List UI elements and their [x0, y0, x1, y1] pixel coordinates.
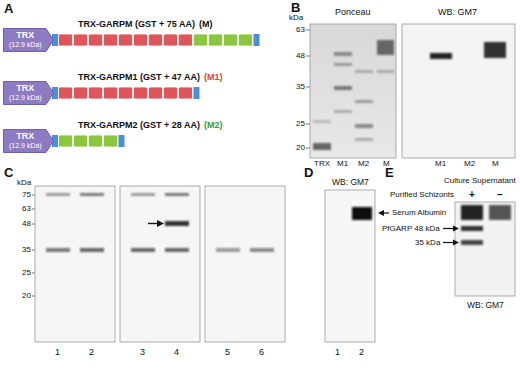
- lane-label: TRX: [314, 160, 330, 168]
- lane-label: 6: [259, 348, 264, 357]
- sign-mark: +: [469, 190, 475, 200]
- repeat-box: [89, 87, 103, 99]
- trx-tag: TRX(12.9 kDa): [3, 81, 54, 105]
- linker-segment: [194, 87, 200, 99]
- repeat-box: [164, 34, 178, 46]
- construct-code: (M): [199, 20, 213, 29]
- marker-size: 25: [22, 269, 31, 277]
- construct-name: TRX-GARPM (GST + 75 AA): [78, 20, 195, 29]
- repeat-box: [164, 87, 178, 99]
- axis-unit: kDa: [289, 14, 303, 22]
- ponceau-blot: [310, 24, 396, 158]
- blot-title: WB: GM7: [467, 301, 504, 310]
- repeat-box: [134, 34, 148, 46]
- repeat-box: [179, 87, 193, 99]
- tag-title: TRX: [9, 84, 42, 94]
- construct-code: (M2): [204, 121, 223, 130]
- lane-label: 2: [89, 348, 94, 357]
- lane-label: M: [492, 160, 499, 168]
- repeat-box: [179, 34, 193, 46]
- repeat-box: [119, 34, 133, 46]
- trx-tag: TRX(12.9 kDa): [3, 28, 54, 52]
- lane-label: 5: [225, 348, 230, 357]
- construct-name: TRX-GARPM2 (GST + 28 AA): [78, 121, 200, 130]
- repeat-box: [89, 135, 103, 147]
- marker-size: 48: [296, 52, 305, 60]
- construct-name: TRX-GARPM1 (GST + 47 AA): [78, 73, 200, 82]
- lane-label: 1: [55, 348, 60, 357]
- marker-ticks: [306, 30, 310, 148]
- panel-letter: D: [304, 166, 313, 179]
- repeat-box: [209, 34, 223, 46]
- tag-mass: (12.9 kDa): [9, 142, 42, 150]
- tag-title: TRX: [9, 31, 42, 41]
- repeat-box: [224, 34, 238, 46]
- lane-label: M2: [358, 160, 369, 168]
- blot-title: Ponceau: [335, 8, 371, 17]
- repeat-box: [104, 87, 118, 99]
- marker-size: 75: [22, 191, 31, 199]
- construct-code: (M1): [204, 73, 223, 82]
- repeat-box: [89, 34, 103, 46]
- marker-size: 20: [296, 144, 305, 152]
- lane-label: M1: [337, 160, 348, 168]
- marker-size: 25: [296, 120, 305, 128]
- repeat-box: [74, 87, 88, 99]
- repeat-box: [149, 87, 163, 99]
- panel-letter: C: [4, 166, 13, 179]
- repeat-box: [149, 34, 163, 46]
- sign-mark: −: [497, 190, 503, 200]
- tag-mass: (12.9 kDa): [9, 41, 42, 49]
- lane-label: M1: [435, 160, 446, 168]
- marker-size: 20: [22, 292, 31, 300]
- band-arrow: [148, 220, 164, 227]
- tag-title: TRX: [9, 132, 42, 142]
- marker-size: 35: [296, 83, 305, 91]
- marker-ticks: [32, 195, 35, 296]
- marker-size: 48: [22, 220, 31, 228]
- repeat-box: [239, 34, 253, 46]
- repeat-box: [104, 135, 118, 147]
- western-blot: [35, 186, 285, 342]
- western-blot: [455, 202, 515, 296]
- tag-mass: (12.9 kDa): [9, 94, 42, 102]
- lane-label: 2: [359, 348, 364, 357]
- trx-tag: TRX(12.9 kDa): [3, 129, 54, 153]
- repeat-box: [119, 87, 133, 99]
- lane-label: M2: [464, 160, 475, 168]
- repeat-box: [59, 135, 73, 147]
- marker-size: 35: [22, 246, 31, 254]
- repeat-box: [134, 87, 148, 99]
- repeat-box: [59, 34, 73, 46]
- band-label: 35 kDa: [415, 239, 440, 247]
- linker-segment: [254, 34, 260, 46]
- panel-letter: B: [291, 1, 300, 14]
- repeat-box: [104, 34, 118, 46]
- band-label: Serum Albumin: [392, 209, 446, 217]
- repeat-box: [74, 34, 88, 46]
- blot-title: WB: GM7: [332, 178, 369, 187]
- repeat-box: [74, 135, 88, 147]
- marker-size: 63: [296, 26, 305, 34]
- band-arrow: [443, 226, 459, 246]
- band-label: PfGARP 48 kDa: [382, 225, 440, 233]
- column-header: Culture Supernatant: [444, 177, 516, 185]
- panel-letter: A: [4, 2, 13, 15]
- row-header: Purified Schizonts: [390, 191, 454, 199]
- linker-segment: [119, 135, 125, 147]
- lane-label: 4: [174, 348, 179, 357]
- panel-letter: E: [385, 166, 394, 179]
- lane-label: 3: [140, 348, 145, 357]
- blot-title: WB: GM7: [438, 8, 477, 17]
- western-blot: [325, 190, 375, 342]
- western-blot: [402, 24, 515, 158]
- axis-unit: kDa: [17, 179, 31, 187]
- band-arrow: [378, 210, 389, 216]
- marker-size: 63: [22, 205, 31, 213]
- repeat-box: [194, 34, 208, 46]
- lane-label: 1: [335, 348, 340, 357]
- repeat-box: [59, 87, 73, 99]
